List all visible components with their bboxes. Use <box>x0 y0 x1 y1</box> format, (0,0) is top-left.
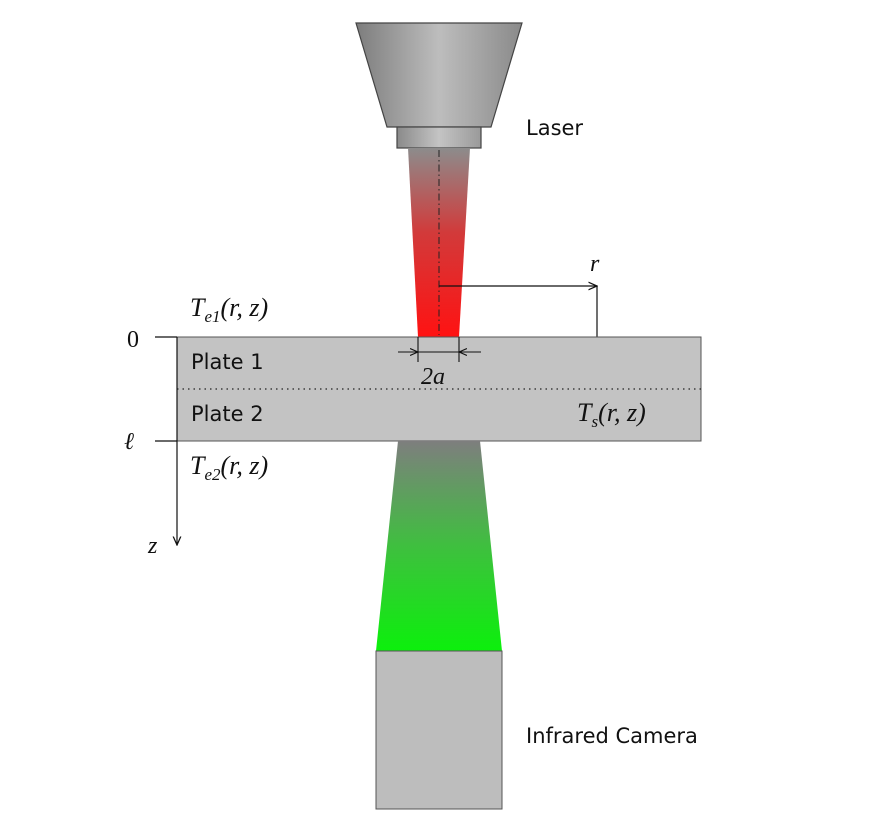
plate-1-label: Plate 1 <box>191 350 264 374</box>
ts-label: Ts(r, z) <box>577 398 646 431</box>
z-axis-label: z <box>147 533 158 559</box>
te2-label: Te2(r, z) <box>190 451 268 484</box>
laser-label: Laser <box>526 116 583 140</box>
zero-label: 0 <box>127 327 139 353</box>
infrared-camera-body <box>375 650 503 810</box>
te1-label: Te1(r, z) <box>190 293 268 326</box>
spot-width-label: 2a <box>421 364 445 390</box>
ell-label: ℓ <box>124 429 134 455</box>
laser-nozzle-tip <box>396 126 482 149</box>
spot-width-marker <box>398 337 481 362</box>
r-axis-label: r <box>590 251 600 277</box>
laser-nozzle <box>355 22 523 128</box>
laser-head <box>355 22 523 149</box>
plate-2-label: Plate 2 <box>191 402 264 426</box>
sample-plate <box>176 336 702 442</box>
infrared-camera-label: Infrared Camera <box>526 724 698 748</box>
infrared-beam <box>376 441 502 651</box>
